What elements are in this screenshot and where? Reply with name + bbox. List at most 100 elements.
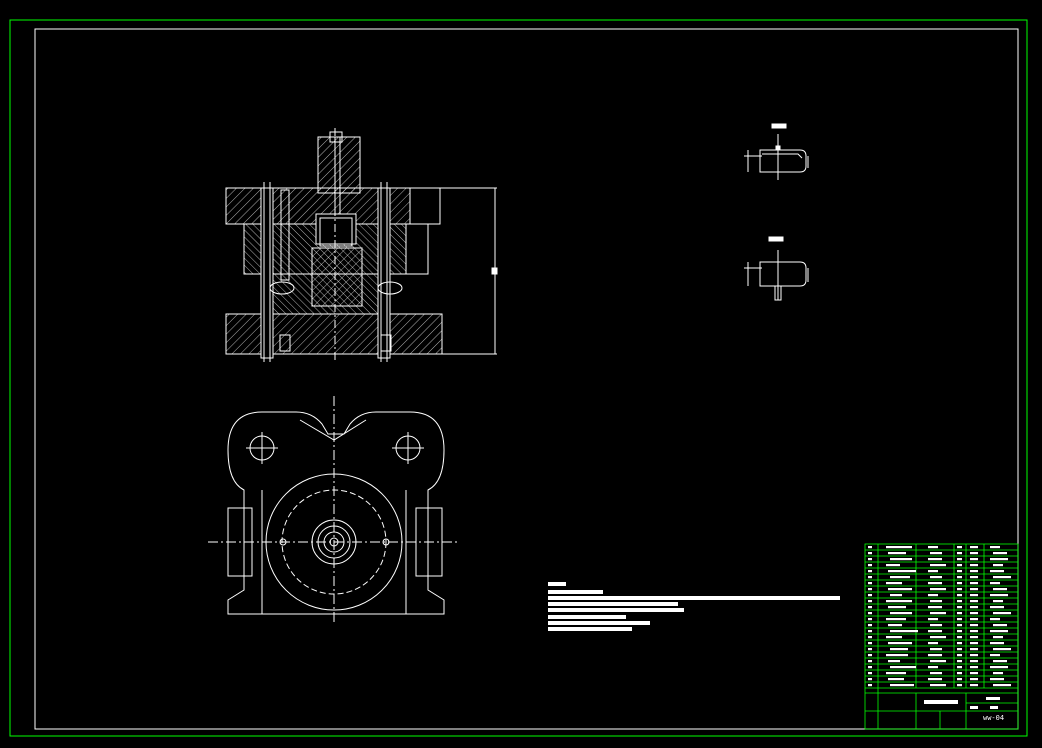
bom-cell-text [930,600,942,603]
bom-cell-text [928,570,938,573]
bom-cell-text [957,672,962,675]
bom-cell-text [886,672,906,675]
bom-cell-text [957,546,962,549]
bom-cell-text [993,576,1011,579]
bom-cell-text [868,642,872,645]
bom-cell-text [957,612,962,615]
bom-cell-text [957,564,962,567]
bom-cell-text [990,558,1008,561]
bom-cell-text [890,594,902,597]
bom-entries [868,546,1011,687]
bom-cell-text [868,678,872,681]
bom-cell-text [993,672,1003,675]
bom-cell-text [888,588,912,591]
bom-cell-text [868,546,872,549]
bom-cell-text [990,582,1000,585]
top-view [208,396,458,622]
bom-cell-text [928,594,938,597]
bom-cell-text [970,612,978,615]
title-block-labels [924,697,1000,709]
bom-cell-text [868,648,872,651]
bom-cell-text [868,684,872,687]
bom-cell-text [970,684,978,687]
bom-cell-text [928,666,938,669]
bom-cell-text [970,666,978,669]
bom-cell-text [970,618,978,621]
bom-cell-text [993,636,1003,639]
bom-cell-text [990,654,1000,657]
bom-cell-text [928,546,938,549]
bom-cell-text [990,570,1004,573]
bom-cell-text [930,588,946,591]
bom-cell-text [928,678,942,681]
part-profile-1 [744,123,809,180]
bom-cell-text [928,558,942,561]
bom-cell-text [928,606,942,609]
bom-cell-text [868,660,872,663]
bom-cell-text [886,636,902,639]
bom-cell-text [957,654,962,657]
bom-cell-text [990,546,1000,549]
inner-frame [34,28,1019,730]
bom-cell-text [868,630,872,633]
bom-cell-text [970,570,978,573]
bom-cell-text [930,672,942,675]
bom-cell-text [868,636,872,639]
bom-cell-text [868,594,872,597]
bom-cell-text [886,564,900,567]
bom-cell-text [928,630,942,633]
bom-cell-text [888,678,904,681]
bom-cell-text [957,552,962,555]
bom-cell-text [970,654,978,657]
bom-cell-text [888,624,902,627]
bom-cell-text [970,672,978,675]
bom-cell-text [868,576,872,579]
outer-frame [9,19,1028,737]
bom-cell-text [970,576,978,579]
bom-cell-text [868,624,872,627]
bom-cell-text [890,666,916,669]
bom-cell-text [928,654,942,657]
bom-cell-text [957,576,962,579]
bom-cell-text [957,648,962,651]
bom-cell-text [930,624,942,627]
bom-cell-text [930,612,946,615]
bom-cell-text [886,582,902,585]
bom-cell-text [990,594,1008,597]
technical-notes [548,582,840,631]
bom-cell-text [990,678,1004,681]
bom-cell-text [868,654,872,657]
bom-cell-text [957,642,962,645]
bom-cell-text [957,624,962,627]
bom-cell-text [993,552,1007,555]
bom-cell-text [886,618,906,621]
bom-cell-text [886,546,912,549]
bom-cell-text [890,630,918,633]
bom-cell-text [957,636,962,639]
bom-cell-text [993,660,1007,663]
bom-cell-text [868,666,872,669]
bom-cell-text [888,660,900,663]
bom-cell-text [970,660,978,663]
bom-cell-text [970,600,978,603]
bom-cell-text [868,588,872,591]
bom-cell-text [970,558,978,561]
bom-cell-text [930,648,942,651]
bom-cell-text [990,666,1008,669]
bom-cell-text [957,594,962,597]
bom-cell-text [957,660,962,663]
bom-cell-text [957,570,962,573]
bom-cell-text [957,606,962,609]
bom-cell-text [928,618,938,621]
bom-cell-text [930,660,946,663]
bom-cell-text [970,552,978,555]
bom-cell-text [957,630,962,633]
bom-cell-text [970,648,978,651]
bom-cell-text [990,606,1004,609]
bom-cell-text [890,684,914,687]
bom-cell-text [868,672,872,675]
bom-cell-text [970,588,978,591]
bom-cell-text [993,600,1003,603]
bom-cell-text [868,582,872,585]
